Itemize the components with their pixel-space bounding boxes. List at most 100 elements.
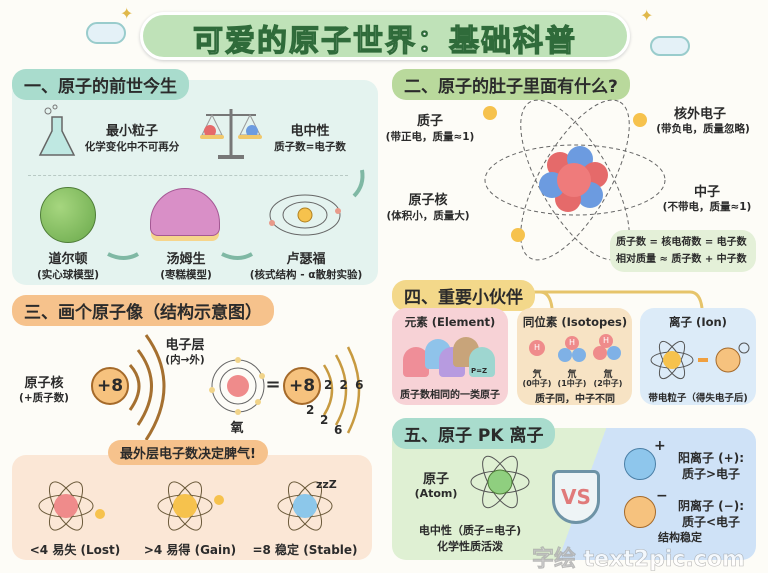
nucleus-circle: +8 bbox=[91, 367, 129, 405]
type-gain-label: >4 易得 (Gain) bbox=[143, 543, 237, 557]
deuterium-icon: H bbox=[565, 336, 579, 350]
isotopes-title: 同位素 (Isotopes) bbox=[522, 315, 628, 329]
dalton-desc: (实心球模型) bbox=[36, 269, 100, 281]
rutherford-model-icon bbox=[269, 194, 341, 236]
cloud-icon bbox=[650, 36, 690, 56]
shell-desc: (内→外) bbox=[165, 354, 205, 366]
shell-number: 6 bbox=[334, 423, 343, 437]
character-icon bbox=[403, 347, 429, 377]
temper-header: 最外层电子数决定脾气! bbox=[108, 440, 268, 465]
section-structure-header: 二、原子的肚子里面有什么? bbox=[392, 69, 630, 100]
atom-stable-icon bbox=[277, 481, 333, 531]
oxygen-shell-arcs bbox=[322, 346, 361, 434]
protium-label: 氕 bbox=[532, 370, 542, 380]
rutherford-label: 卢瑟福 bbox=[286, 252, 326, 267]
oxygen-nucleus-circle: +8 bbox=[283, 367, 321, 405]
arrow-icon bbox=[221, 252, 253, 260]
isotopes-desc: 质子同，中子不同 bbox=[535, 394, 615, 405]
type-lost-label: <4 易失 (Lost) bbox=[29, 543, 121, 557]
shell-number: 2 bbox=[339, 378, 348, 392]
formula-mass: 相对质量 ≈ 质子数 + 中子数 bbox=[616, 254, 747, 265]
atom-lost-icon bbox=[38, 481, 105, 531]
tritium-label: 氚 bbox=[603, 370, 613, 380]
neutron-label: 中子 bbox=[693, 185, 721, 200]
atom-desc-2: 化学性质活泼 bbox=[437, 540, 503, 553]
deuterium-neutrons: (1中子) bbox=[557, 379, 587, 388]
oxygen-atom-icon bbox=[209, 357, 265, 415]
zzz-text: zzZ bbox=[316, 478, 337, 491]
smallest-title: 最小粒子 bbox=[105, 124, 159, 139]
atom-gain-icon bbox=[157, 481, 224, 531]
tritium-icon: H bbox=[599, 334, 613, 348]
smallest-desc: 化学变化中不可再分 bbox=[84, 141, 180, 153]
cation-icon bbox=[624, 448, 656, 480]
rutherford-desc: (核式结构 - α散射实验) bbox=[249, 269, 363, 281]
shell-number: 2 bbox=[324, 378, 333, 392]
atom-en-label: (Atom) bbox=[414, 487, 458, 500]
proton-label: 质子 bbox=[416, 114, 444, 129]
atom-label: 原子 bbox=[422, 472, 450, 487]
anion-label: 阴离子 (−): bbox=[678, 499, 745, 513]
ion-atom-icon bbox=[650, 340, 750, 380]
isotopes-card bbox=[517, 308, 632, 405]
shell-number: 6 bbox=[355, 378, 364, 392]
section-partners-header: 四、重要小伙伴 bbox=[392, 280, 535, 311]
minus-icon: − bbox=[656, 488, 668, 504]
plus-icon: + bbox=[654, 438, 666, 454]
shell-numbers-top: 2 2 6 bbox=[324, 378, 363, 392]
equals-sign: = bbox=[265, 374, 281, 395]
nucleus-diagram-label: 原子核 bbox=[24, 376, 64, 391]
divider bbox=[28, 175, 348, 176]
section-history-header: 一、原子的前世今生 bbox=[12, 69, 189, 100]
proton-desc: (带正电，质量≈1) bbox=[385, 131, 475, 143]
star-icon: ✦ bbox=[120, 4, 134, 23]
oxygen-label: 氧 bbox=[230, 421, 244, 436]
arrow-icon bbox=[107, 252, 139, 260]
formula-box: 质子数 = 核电荷数 = 电子数 相对质量 ≈ 质子数 + 中子数 bbox=[610, 230, 756, 272]
shell-label: 电子层 bbox=[165, 338, 205, 353]
atom-icon bbox=[470, 455, 530, 509]
type-stable-label: =8 稳定 (Stable) bbox=[252, 543, 358, 557]
balance-scale-icon bbox=[200, 109, 262, 159]
element-desc: 质子数相同的一类原子 bbox=[400, 390, 500, 401]
neutral-desc: 质子数=电子数 bbox=[274, 141, 346, 153]
ion-title: 离子 (Ion) bbox=[669, 315, 727, 329]
star-icon: ✦ bbox=[640, 6, 654, 25]
nucleus-diagram-desc: (+质子数) bbox=[19, 392, 69, 404]
atom-desc-1: 电中性（质子=电子) bbox=[418, 524, 522, 537]
flask-icon bbox=[38, 104, 76, 156]
thomson-model-icon bbox=[150, 188, 220, 236]
section-history-panel bbox=[12, 80, 378, 285]
thomson-desc: (枣糕模型) bbox=[160, 269, 212, 281]
thomson-label: 汤姆生 bbox=[166, 252, 206, 267]
element-badge: P=Z bbox=[471, 367, 488, 375]
atom-diagram bbox=[483, 99, 666, 261]
element-title: 元素 (Element) bbox=[404, 315, 496, 329]
section-diagram-header: 三、画个原子像（结构示意图） bbox=[12, 295, 274, 326]
connector-lines bbox=[480, 290, 704, 309]
watermark: 字绘 text2pic.com bbox=[532, 547, 745, 573]
character-icon bbox=[469, 347, 495, 377]
cloud-icon bbox=[86, 22, 126, 44]
element-characters-icon: P=Z bbox=[403, 337, 497, 379]
nucleus-label: 原子核 bbox=[408, 193, 448, 208]
anion-desc: 质子<电子 bbox=[682, 515, 741, 529]
shell-number: 2 bbox=[306, 403, 315, 417]
vs-shield-icon: VS bbox=[552, 470, 600, 524]
electron-desc: (带负电，质量忽略) bbox=[656, 123, 750, 135]
page-title: 可爱的原子世界：基础科普 bbox=[192, 23, 577, 59]
dalton-model-icon bbox=[40, 187, 96, 243]
protium-icon: H bbox=[529, 340, 545, 356]
title-banner bbox=[140, 12, 630, 60]
section-pk-header: 五、原子 PK 离子 bbox=[392, 418, 556, 449]
nucleus-desc: (体积小，质量大) bbox=[386, 210, 470, 222]
dalton-label: 道尔顿 bbox=[48, 252, 88, 267]
formula-charge: 质子数 = 核电荷数 = 电子数 bbox=[616, 237, 747, 248]
neutron-desc: (不带电，质量≈1) bbox=[662, 201, 752, 213]
neutral-title: 电中性 bbox=[290, 124, 330, 139]
protium-neutrons: (0中子) bbox=[522, 379, 552, 388]
anion-icon bbox=[624, 496, 656, 528]
ion-desc: 带电粒子（得失电子后) bbox=[648, 393, 748, 404]
electron-shell-arcs bbox=[128, 334, 166, 441]
cation-desc: 质子>电子 bbox=[682, 467, 741, 481]
